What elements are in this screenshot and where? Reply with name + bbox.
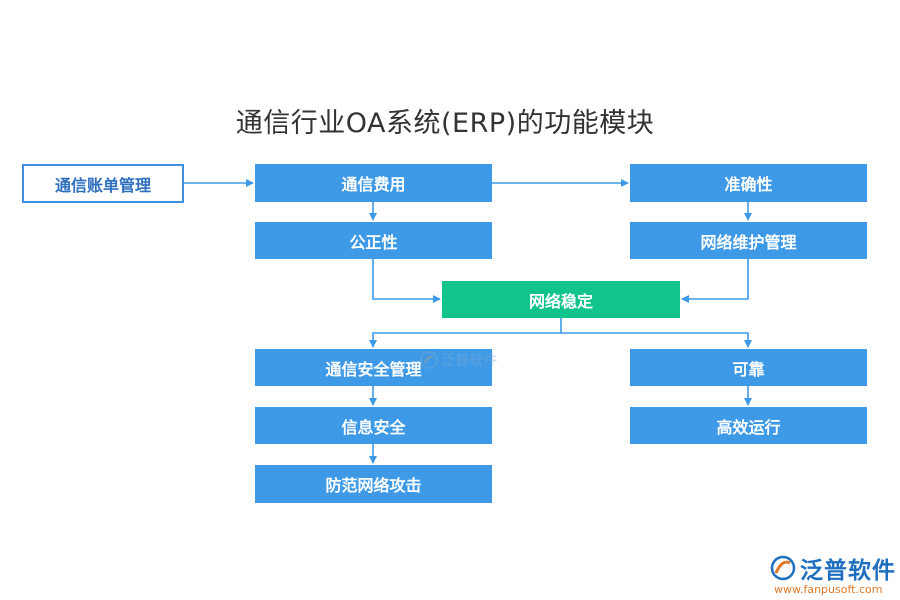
arrow-maintenance-stable <box>681 259 749 303</box>
node-security-mgmt: 通信安全管理 <box>255 349 492 386</box>
arrow-stable-reliable <box>561 332 752 348</box>
node-billing: 通信账单管理 <box>22 164 184 203</box>
node-fairness: 公正性 <box>255 222 492 259</box>
arrow-fairness-stable <box>372 259 441 303</box>
arrow-stable-split <box>369 318 562 348</box>
node-efficient: 高效运行 <box>630 407 867 444</box>
fanpu-logo-icon <box>770 555 796 581</box>
corner-watermark: 泛普软件 www.fanpusoft.com <box>770 551 896 596</box>
node-fees: 通信费用 <box>255 164 492 202</box>
corner-watermark-url: www.fanpusoft.com <box>774 583 883 596</box>
fanpu-logo-icon <box>420 351 438 369</box>
node-maintenance: 网络维护管理 <box>630 222 867 259</box>
node-anti-attack: 防范网络攻击 <box>255 465 492 503</box>
node-reliable: 可靠 <box>630 349 867 386</box>
node-stable: 网络稳定 <box>442 281 680 318</box>
corner-watermark-brand: 泛普软件 <box>800 558 896 584</box>
center-watermark-brand: 泛普软件 <box>441 353 497 369</box>
node-accuracy: 准确性 <box>630 164 867 202</box>
node-info-security: 信息安全 <box>255 407 492 444</box>
diagram-title: 通信行业OA系统(ERP)的功能模块 <box>235 108 655 139</box>
center-watermark: 泛普软件 <box>420 350 497 370</box>
